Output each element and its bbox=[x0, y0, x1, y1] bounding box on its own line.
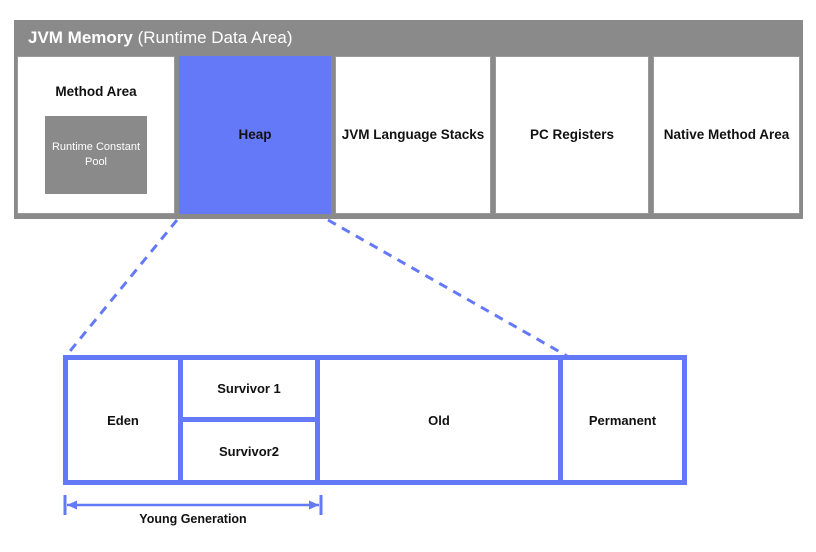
jvm-memory-frame: JVM Memory (Runtime Data Area) Method Ar… bbox=[14, 20, 803, 219]
heap-detail-container: Eden Survivor 1 Survivor2 Old Permanent bbox=[63, 355, 687, 485]
region-native-method-area-label: Native Method Area bbox=[663, 126, 790, 142]
page-title-bold: JVM Memory bbox=[28, 28, 133, 47]
region-pc-registers[interactable]: PC Registers bbox=[495, 56, 649, 214]
region-native-method-area[interactable]: Native Method Area bbox=[653, 56, 800, 214]
heap-survivor-column: Survivor 1 Survivor2 bbox=[183, 360, 320, 480]
region-method-area-label: Method Area bbox=[55, 84, 137, 99]
heap-cell-survivor-2[interactable]: Survivor2 bbox=[183, 422, 315, 480]
young-generation-measure: Young Generation bbox=[63, 494, 323, 542]
region-jvm-language-stacks[interactable]: JVM Language Stacks bbox=[335, 56, 491, 214]
heap-cell-old-label: Old bbox=[428, 412, 450, 428]
heap-cell-permanent-label: Permanent bbox=[588, 412, 657, 428]
heap-cell-survivor-2-label: Survivor2 bbox=[219, 443, 279, 459]
connector-line-left bbox=[64, 219, 179, 357]
young-generation-label: Young Generation bbox=[139, 512, 247, 526]
region-heap-label: Heap bbox=[238, 126, 272, 142]
heap-cell-old[interactable]: Old bbox=[320, 360, 563, 480]
heap-cell-permanent[interactable]: Permanent bbox=[563, 360, 682, 480]
heap-cell-survivor-1-label: Survivor 1 bbox=[217, 381, 281, 396]
region-jvm-language-stacks-label: JVM Language Stacks bbox=[341, 126, 485, 142]
region-method-area[interactable]: Method Area Runtime Constant Pool bbox=[17, 56, 175, 214]
heap-cell-survivor-1[interactable]: Survivor 1 bbox=[183, 360, 315, 422]
connector-line-right bbox=[327, 218, 568, 358]
heap-cell-eden-label: Eden bbox=[107, 412, 139, 428]
runtime-constant-pool-box[interactable]: Runtime Constant Pool bbox=[45, 116, 147, 195]
jvm-memory-title: JVM Memory (Runtime Data Area) bbox=[14, 20, 803, 55]
region-pc-registers-label: PC Registers bbox=[529, 126, 615, 142]
runtime-data-area-row: Method Area Runtime Constant Pool Heap J… bbox=[17, 56, 800, 214]
region-heap[interactable]: Heap bbox=[179, 56, 331, 214]
young-generation-arrow-icon bbox=[63, 495, 323, 515]
page-title-regular: (Runtime Data Area) bbox=[132, 28, 293, 47]
heap-cell-eden[interactable]: Eden bbox=[68, 360, 183, 480]
